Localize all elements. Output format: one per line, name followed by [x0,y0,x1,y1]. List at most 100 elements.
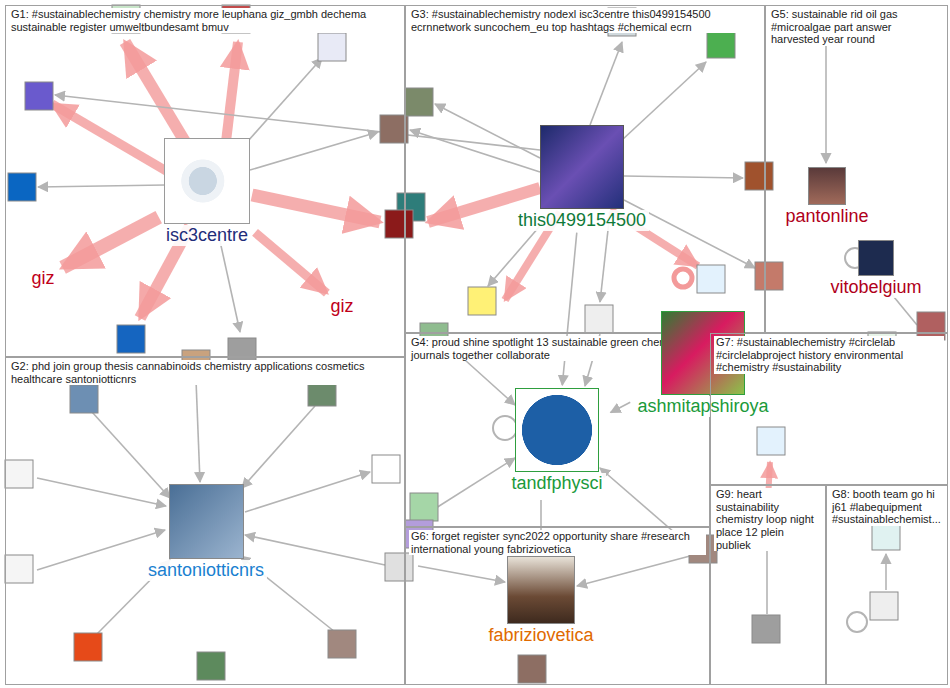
user-avatar [507,556,575,624]
user-avatar [385,553,413,581]
user-label: santoniotticnrs [145,560,267,581]
group-heading: G3: #sustainablechemistry nodexl isc3cen… [409,8,761,33]
user-avatar [169,484,244,559]
group-panel: G7: #sustainablechemistry #circlelab #ci… [710,333,948,485]
self-loop [847,612,867,632]
network-link [196,380,200,482]
user-avatar [410,493,438,521]
user-avatar [707,30,735,58]
network-link [885,554,887,590]
group-panel: G3: #sustainablechemistry nodexl isc3cen… [405,5,765,333]
user-avatar [745,162,773,190]
self-loop [674,269,692,287]
network-edge [562,233,576,385]
user-avatar [164,138,250,224]
group-heading: G7: #sustainablechemistry #circlelab #ci… [714,336,944,374]
network-link [225,42,238,150]
group-heading: G2: phd join group thesis cannabinoids c… [9,360,401,385]
group-heading: G6: forget register sync2022 opportunity… [409,530,706,555]
network-link [92,412,170,498]
user-label: tandfphysci [508,473,605,494]
self-loop [493,416,517,440]
user-node: pantonline [780,167,874,227]
network-link [242,406,315,488]
user-avatar [870,592,898,620]
user-avatar [117,325,145,353]
network-link [624,176,743,178]
user-avatar [8,173,36,201]
group-heading: G8: booth team go hi j61 #labequipment #… [830,488,944,526]
network-link [125,42,190,150]
user-label: fabriziovetica [485,625,596,646]
network-edge [255,232,327,293]
user-avatar [585,305,613,333]
user-avatar [5,555,33,583]
network-link [245,472,370,512]
group-panel: G1: #sustainablechemistry chemistry more… [5,5,405,357]
user-avatar [328,630,356,658]
network-edge [611,402,631,412]
user-avatar [468,287,496,315]
user-avatar [518,655,546,683]
network-link [418,566,505,582]
user-node: this0499154500 [513,125,652,231]
user-avatar [25,82,53,110]
network-link [38,185,165,187]
user-node: isc3centre [161,138,254,246]
user-avatar [385,210,413,238]
user-node: fabriziovetica [483,556,599,646]
user-avatar [515,388,599,472]
group-panel: G5: sustainable rid oil gas #microalgae … [765,5,948,333]
network-link [410,130,540,172]
user-node: giz [26,267,60,289]
network-link [252,195,380,222]
user-avatar [752,615,780,643]
user-label: giz [28,268,57,289]
network-link [435,104,540,158]
user-label: giz [327,296,356,317]
user-avatar [755,262,783,290]
network-link [436,458,515,508]
user-avatar [372,455,400,483]
user-avatar [5,460,33,488]
group-panel: G8: booth team go hi j61 #labequipment #… [826,485,948,685]
user-avatar [380,115,408,143]
group-panel: G6: forget register sync2022 opportunity… [405,527,710,685]
user-label: pantonline [782,206,871,227]
user-label: isc3centre [163,225,251,246]
network-link [622,62,706,140]
group-panel: G4: proud shine spotlight 13 sustainable… [405,333,710,527]
user-label: this0499154500 [515,210,649,231]
user-node: santoniotticnrs [143,484,270,581]
user-avatar [697,265,725,293]
user-avatar [318,33,346,61]
user-avatar [74,633,102,661]
user-avatar [540,125,624,209]
group-heading: G1: #sustainablechemistry chemistry more… [9,8,401,33]
network-link [590,42,622,125]
user-node: tandfphysci [506,388,608,494]
network-edge [63,217,159,267]
user-node: giz [325,295,359,317]
user-avatar [872,522,900,550]
user-avatar [808,167,846,205]
user-label: vitobelgium [827,277,924,298]
user-avatar [405,88,433,116]
user-node: vitobelgium [825,240,927,298]
network-link [577,556,690,586]
group-panel: G9: heart sustainability chemistry loop … [710,485,826,685]
network-link [250,132,378,170]
network-link [55,95,540,150]
group-heading: G9: heart sustainability chemistry loop … [714,488,822,551]
user-avatar [757,427,785,455]
user-label: ashmitapshiroya [634,396,771,417]
network-link [37,478,166,506]
group-heading: G5: sustainable rid oil gas #microalgae … [769,8,944,46]
network-link [218,232,240,332]
user-avatar [70,385,98,413]
network-link [52,104,168,172]
group-panel: G2: phd join group thesis cannabinoids c… [5,357,405,685]
network-link [240,58,322,150]
user-avatar [858,240,894,276]
user-avatar [197,652,225,680]
